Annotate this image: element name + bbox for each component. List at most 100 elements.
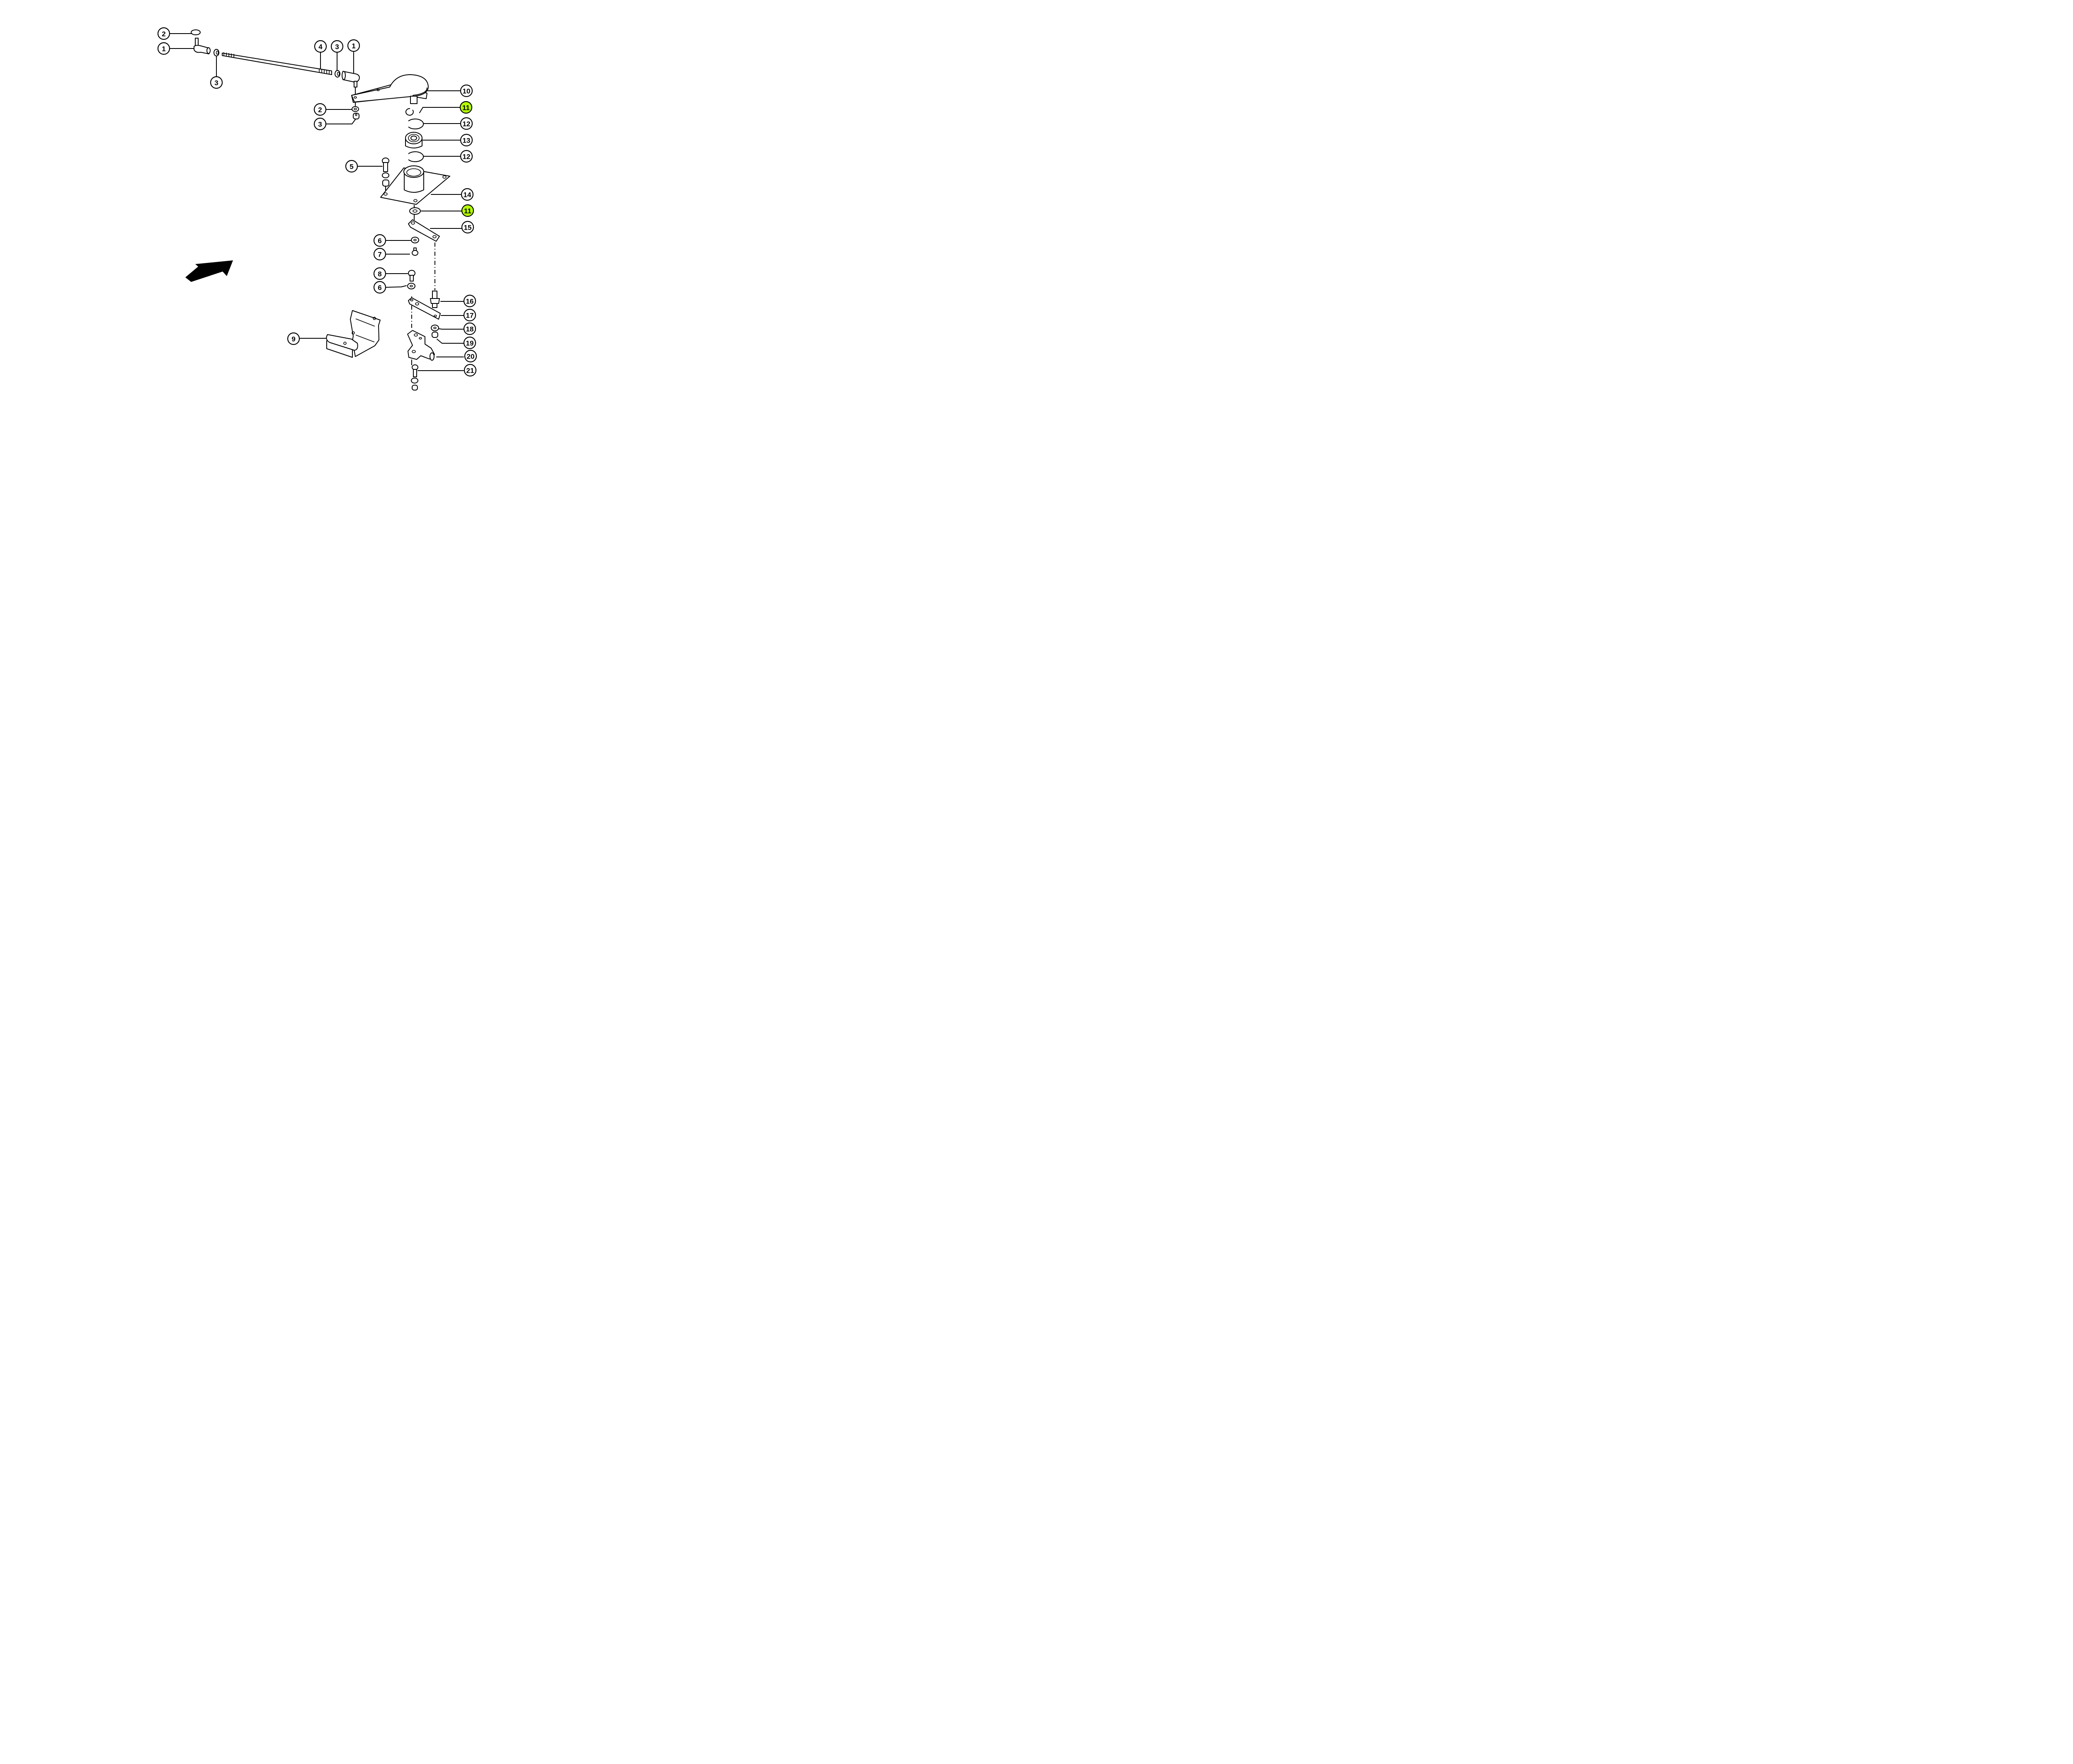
part-6-lower-washer (407, 283, 415, 289)
callout-3[interactable]: 3 (313, 117, 327, 131)
callout-label: 6 (378, 284, 381, 292)
part-7-screw (412, 247, 418, 256)
callout-label: 6 (378, 237, 381, 245)
callout-circle (459, 101, 473, 114)
callout-circle (313, 117, 327, 131)
callout-circle (463, 294, 476, 308)
part-12-upper-circlip (408, 119, 424, 129)
callout-label: 5 (350, 163, 353, 171)
callout-3[interactable]: 3 (210, 76, 223, 89)
callout-label: 4 (318, 43, 323, 51)
callout-label: 13 (463, 137, 471, 145)
callout-label: 10 (463, 87, 471, 95)
callout-label: 16 (466, 298, 474, 306)
callout-17[interactable]: 17 (463, 308, 476, 322)
leader-lines (169, 33, 464, 371)
callout-label: 2 (162, 30, 165, 38)
part-15-link-plate (408, 219, 440, 242)
callout-2[interactable]: 2 (157, 27, 170, 40)
callout-1[interactable]: 1 (347, 39, 360, 52)
callout-circle (461, 221, 474, 234)
callout-label: 12 (463, 153, 471, 161)
part-11-upper-snap-ring (405, 108, 414, 116)
part-19-nut (432, 332, 438, 338)
callout-1[interactable]: 1 (157, 42, 170, 55)
callout-label: 2 (318, 106, 322, 114)
callout-7[interactable]: 7 (373, 247, 386, 261)
part-17-link-plate (408, 297, 441, 320)
callout-8[interactable]: 8 (373, 267, 386, 280)
callout-label: 14 (464, 191, 471, 199)
front-direction-arrow-icon (185, 260, 233, 282)
part-6-upper-washer (411, 237, 419, 243)
part-18-washer (431, 325, 439, 331)
part-21-screw-stack (411, 364, 418, 391)
callout-label: 12 (463, 120, 471, 128)
callout-label: 7 (378, 251, 381, 259)
callout-label: 17 (466, 312, 474, 320)
part-4-threaded-rod (222, 52, 332, 75)
callout-circle (373, 247, 386, 261)
part-3-arm-nut (353, 113, 359, 119)
callout-9[interactable]: 9 (287, 332, 300, 345)
callout-6[interactable]: 6 (373, 234, 386, 247)
callout-circle (461, 204, 474, 217)
callout-10[interactable]: 10 (460, 84, 473, 97)
callout-3[interactable]: 3 (330, 40, 344, 53)
callout-label: 3 (214, 79, 218, 87)
callout-circle (460, 84, 473, 97)
part-8-bolt (408, 270, 415, 281)
callout-4[interactable]: 4 (314, 40, 327, 53)
callout-label: 18 (466, 325, 474, 333)
callout-circle (463, 308, 476, 322)
callout-20[interactable]: 20 (464, 349, 477, 363)
part-14-bearing-flange-plate (380, 165, 450, 205)
part-11-lower-snap-ring (409, 207, 421, 215)
part-13-bearing (405, 132, 422, 148)
callout-circle (157, 27, 170, 40)
callout-label: 15 (464, 224, 472, 232)
part-9-bracket (326, 310, 381, 358)
callout-label: 1 (352, 42, 355, 50)
callout-circle (287, 332, 300, 345)
callout-21[interactable]: 21 (464, 364, 477, 377)
part-16-stud (430, 291, 440, 308)
callout-12[interactable]: 12 (460, 117, 473, 130)
callout-circle (373, 267, 386, 280)
callout-label: 3 (335, 43, 339, 51)
callout-16[interactable]: 16 (463, 294, 476, 308)
callout-label: 21 (466, 367, 474, 375)
callout-label: 1 (162, 45, 165, 53)
callout-14[interactable]: 14 (461, 188, 474, 201)
callout-6[interactable]: 6 (373, 281, 386, 294)
callout-label: 3 (318, 121, 322, 129)
part-3-left-nut (214, 49, 219, 56)
part-1-left-ball-joint (194, 38, 211, 54)
callout-circle (464, 349, 477, 363)
callout-circle (345, 160, 358, 173)
part-5-bolt-stack (382, 158, 389, 187)
callout-circle (460, 117, 473, 130)
callout-15[interactable]: 15 (461, 221, 474, 234)
callout-circle (464, 364, 477, 377)
callout-11-highlighted[interactable]: 11 (459, 101, 473, 114)
callout-19[interactable]: 19 (463, 336, 476, 349)
callout-5[interactable]: 5 (345, 160, 358, 173)
callout-12[interactable]: 12 (460, 150, 473, 163)
part-10-lever-arm (351, 74, 429, 104)
callout-circle (460, 150, 473, 163)
callout-label: 11 (462, 104, 470, 112)
callout-circle (313, 103, 327, 116)
callout-2[interactable]: 2 (313, 103, 327, 116)
part-1-right-ball-joint (342, 71, 360, 87)
part-2-left-washer (191, 29, 201, 35)
callout-11-highlighted[interactable]: 11 (461, 204, 474, 217)
callout-label: 20 (467, 353, 475, 361)
callout-circle (330, 40, 344, 53)
part-3-rod-nut (335, 70, 340, 78)
callout-18[interactable]: 18 (463, 322, 476, 335)
callout-circle (460, 133, 473, 147)
callout-label: 19 (466, 340, 474, 347)
callout-13[interactable]: 13 (460, 133, 473, 147)
callout-circle (461, 188, 474, 201)
